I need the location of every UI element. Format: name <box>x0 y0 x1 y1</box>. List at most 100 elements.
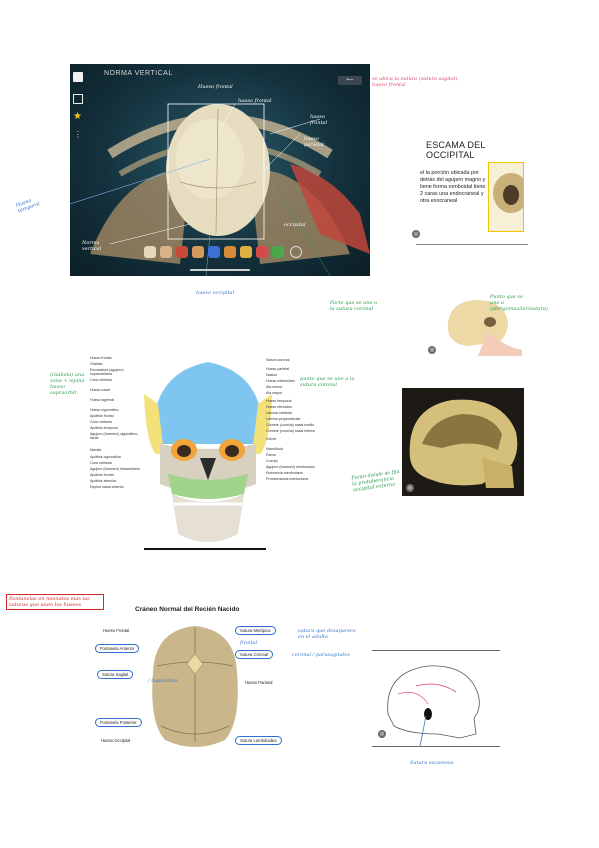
annotation-norma-vertical: Norma vertical <box>82 240 102 252</box>
annotation-green-note: Parte que se une a la sutura coronal <box>330 300 378 312</box>
skull-outline-figure: ◎ <box>368 650 500 750</box>
heart-icon[interactable] <box>176 246 188 258</box>
view-title: NORMA VERTICAL <box>104 70 173 77</box>
skull-outline-image <box>387 665 480 746</box>
label-apofisis-cigomatica: Apófisis cigomática <box>90 455 121 459</box>
label-cara-orbitaria-2: Cara orbitaria <box>90 420 112 424</box>
more-icon[interactable]: ⋮ <box>74 130 82 139</box>
label-hueso-frontal: Hueso frontal <box>90 356 112 360</box>
structure-icon-bar <box>144 246 304 260</box>
label-nb-hueso-occipital: Hueso Occipital <box>101 738 131 743</box>
card-heading: ESCAMA DEL OCCIPITAL <box>426 140 486 160</box>
annotation-hueso-temporal: Hueso temporal <box>15 197 41 215</box>
right-label-column: Sutura coronal Hueso parietal Nasion Hue… <box>266 358 326 481</box>
lung-icon[interactable] <box>272 246 284 258</box>
label-espina-nasal: Espina nasal anterior <box>90 485 124 489</box>
google-lens-icon[interactable]: ◎ <box>378 730 386 738</box>
top-rule <box>372 650 500 651</box>
label-apofisis-temporal: Apófisis temporal <box>90 426 118 430</box>
occipital-thumbnail <box>488 162 529 232</box>
anatomy-app-screenshot: ★ ⋮ NORMA VERTICAL ⟵ Hueso frontal hueso… <box>70 64 370 276</box>
home-indicator <box>190 269 250 271</box>
label-nb-fontanela-anterior: Fontanela Anterior <box>95 644 140 653</box>
ligament-icon[interactable] <box>192 246 204 258</box>
label-ala-menor: Ala menor <box>266 385 283 389</box>
annotation-hueso-frontal: hueso frontal <box>238 98 272 104</box>
google-lens-icon[interactable]: ◎ <box>412 230 420 238</box>
label-lamina-orbitaria: Lámina orbitaria <box>266 411 292 415</box>
label-mandibula: Mandíbula <box>266 447 283 451</box>
label-sutura-coronal: Sutura coronal <box>266 358 290 362</box>
annotation-metopica: sutura que desaparece en el adulto <box>298 628 356 640</box>
label-hueso-cigomatico: Hueso cigomático <box>90 408 119 412</box>
label-ala-mayor: Ala mayor <box>266 391 283 395</box>
label-nb-hueso-frontal: Hueso Frontal <box>103 628 130 633</box>
label-hueso-esfenoides: Hueso esfenoides <box>266 379 295 383</box>
label-cara-orbitaria: Cara orbitaria <box>90 378 112 382</box>
layers-icon[interactable] <box>73 94 83 104</box>
skull-sagittal-image <box>409 399 518 488</box>
label-agujero-infraorbitario: Agujero (foramen) infraorbitario <box>90 467 140 471</box>
skull-frontal-figure: Hueso frontal Glabela Escotadura (agujer… <box>90 352 330 552</box>
app-toolbar: ★ ⋮ <box>70 64 86 276</box>
newborn-skull-figure: Cráneo Normal del Recién Nacido Hueso Fr… <box>95 600 325 750</box>
annotation-coronal: coronal / parasagitales <box>292 652 350 658</box>
organ-icon[interactable] <box>256 246 268 258</box>
label-agujero-mentoniano: Agujero (foramen) mentoniano <box>266 465 315 469</box>
label-eminencia-mentoniana: Eminencia mentoniana <box>266 471 303 475</box>
label-protuberancia-mentoniana: Protuberancia mentoniana <box>266 477 309 481</box>
lymph-icon[interactable] <box>240 246 252 258</box>
label-apofisis-frontal: Apófisis frontal <box>90 414 114 418</box>
annotation-pink-note: se ubica la sutura (sutura sagital) hues… <box>372 76 458 88</box>
skull-thumbnail-image <box>493 173 529 213</box>
annotation-frontal-right: hueso frontal <box>310 114 328 126</box>
label-nb-sutura-lambdoidea: Sutura Lambdoidea <box>235 736 282 745</box>
card-body: el la porción ubicada por detrás del agu… <box>420 170 486 204</box>
settings-icon[interactable] <box>290 246 302 258</box>
label-nb-fontanela-posterior: Fontanela Posterior <box>95 718 142 727</box>
newborn-title: Cráneo Normal del Recién Nacido <box>135 606 240 613</box>
label-nasion: Nasion <box>266 373 278 377</box>
exit-button[interactable]: ⟵ <box>338 76 362 85</box>
label-maxilar: Maxilar <box>90 448 102 452</box>
label-hueso-lagrimal: Hueso lagrimal <box>90 398 114 402</box>
label-hueso-parietal: Hueso parietal <box>266 367 290 371</box>
label-hueso-etmoides: Hueso etmoides <box>266 405 292 409</box>
label-vomer: Vómer <box>266 437 277 441</box>
annotation-sagital: / izquierdos <box>148 678 178 684</box>
muscle-icon[interactable] <box>160 246 172 258</box>
label-cornete-inferior: Cornete (concha) nasal inferior <box>266 429 316 433</box>
star-icon[interactable]: ★ <box>73 111 82 122</box>
annotation-red-box: Fontanelas en neonatos más las suturas q… <box>6 594 104 610</box>
annotation-top-frontal: Hueso frontal <box>198 84 233 90</box>
book-icon[interactable] <box>73 72 83 82</box>
vein-icon[interactable] <box>208 246 220 258</box>
card-divider <box>416 244 528 245</box>
label-agujero-cigomaticofacial: Agujero (foramen) cigomático-facial <box>90 432 139 440</box>
label-hueso-temporal: Hueso temporal <box>266 399 292 403</box>
annotation-sutura-coronal: punto que se une a la sutura coronal <box>300 376 355 388</box>
label-hueso-nasal: Hueso nasal <box>90 388 110 392</box>
google-lens-icon[interactable]: ◎ <box>428 346 436 354</box>
skull-vertical-view <box>70 103 370 276</box>
bottom-rule <box>372 746 500 747</box>
annotation-photo: Punto donde se fija la protuberancia occ… <box>350 468 400 494</box>
skull-sagittal-photo: ◎ <box>402 388 524 496</box>
label-nb-sutura-coronal: Sutura Coronal <box>235 650 274 659</box>
skull-icon[interactable] <box>144 246 156 258</box>
label-nb-hueso-parietal: Hueso Parietal <box>245 680 273 685</box>
label-glabela: Glabela <box>90 362 103 366</box>
label-apofisis-frontal-2: Apófisis frontal <box>90 473 114 477</box>
figure-underline <box>144 548 266 550</box>
label-nb-sutura-metopica: Sutura Metópica <box>235 626 276 635</box>
annotation-hueso-parietal: hueso parietal <box>304 136 324 148</box>
label-escotadura: Escotadura (agujero) supraorbitaria <box>90 368 124 376</box>
left-label-column: Hueso frontal Glabela Escotadura (agujer… <box>90 356 142 489</box>
annotation-side-skull: Punto que se une a (ptergomaxilar/sutura… <box>490 294 548 312</box>
label-cuerpo: Cuerpo <box>266 459 278 463</box>
newborn-skull-image <box>152 626 238 747</box>
nerve-icon[interactable] <box>224 246 236 258</box>
skull-frontal-image <box>144 362 272 542</box>
annotation-hueso-occipital: hueso occipital <box>196 290 235 296</box>
google-lens-icon[interactable]: ◎ <box>406 484 414 492</box>
